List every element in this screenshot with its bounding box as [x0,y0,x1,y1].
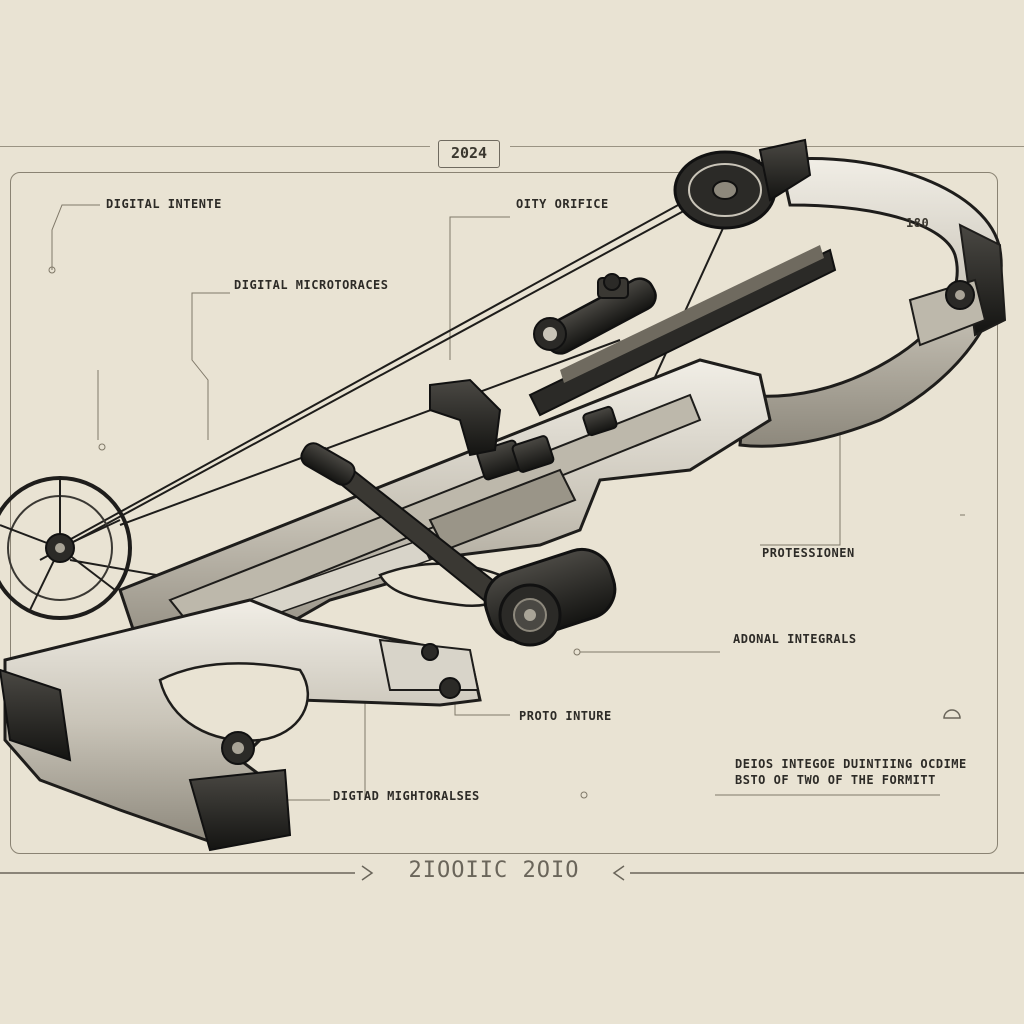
stabilizer [300,442,617,647]
callout-protessionen: PROTESSIONEN [762,546,855,560]
callout-leaders [48,204,965,801]
leader-dot-2 [98,443,106,451]
top-cam-wheel [673,138,812,230]
header-rule-left [0,146,430,147]
callout-adonal-integrals: ADONAL INTEGRALS [733,632,857,646]
string-top [59,159,761,546]
sheet-frame [10,172,998,854]
leader-protessionen [760,430,841,546]
callout-digital-intent: DIGITAL INTENTE [106,197,222,211]
callout-bottom-right-title: DEIOS INTEGOE DUINTIING OCDIME [735,757,967,771]
leader-dot-1 [48,266,56,274]
leader-digital-micro [191,292,230,440]
callout-digital-microtorances: DIGITAL MICROTORACES [234,278,389,292]
riser [118,358,772,662]
header-rule-right [510,146,1024,147]
footer-ornaments [0,709,1024,881]
footer-bracket-right [612,865,625,881]
lower-limb [0,598,482,852]
footer-bracket-left [361,865,374,881]
string-cable-4 [119,339,621,526]
year-badge: 2024 [438,140,500,168]
limb-mark: 180 [906,216,930,230]
callout-city-orifice: OITY ORIFICE [516,197,609,211]
callout-proto-inture: PROTO INTURE [519,709,612,723]
leader-dot-3 [573,648,581,656]
upper-limb [738,156,1007,448]
bottom-cam-wheel [0,476,132,620]
callout-digital-micro-bottom: DIGTAD MIGHTORALSES [333,789,480,803]
leader-city-orifice [449,216,510,360]
string-cable-1 [39,174,751,561]
callout-bottom-right-subtitle: BSTO OF TWO OF THE FORMITT [735,773,936,787]
leader-digital-intent [51,204,100,270]
corner-mark-icon [943,709,961,719]
footer-serial: 2IOOIIC 2OIO [408,858,580,883]
sight-assembly [429,245,837,457]
leader-dot-4 [580,791,588,799]
